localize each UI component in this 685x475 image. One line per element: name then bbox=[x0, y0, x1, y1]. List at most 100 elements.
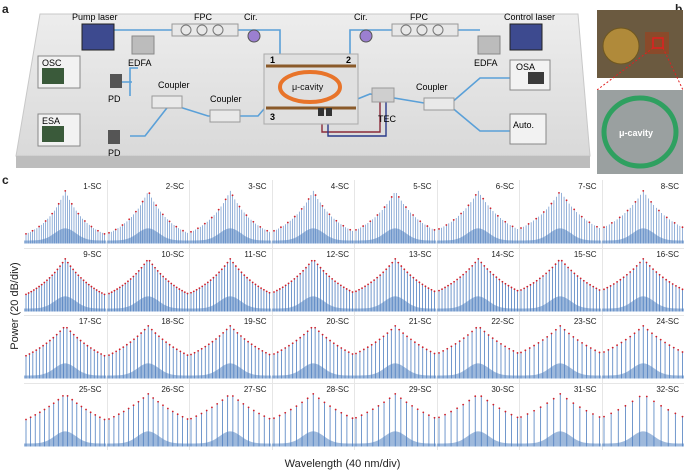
envelope-point bbox=[286, 221, 289, 224]
envelope-point bbox=[141, 396, 144, 399]
envelope-point bbox=[546, 335, 549, 338]
envelope-point bbox=[207, 343, 210, 346]
envelope-point bbox=[377, 404, 380, 407]
envelope-point bbox=[300, 401, 303, 403]
spectrum-panel: 27-SC bbox=[189, 382, 273, 450]
envelope-point bbox=[470, 264, 473, 267]
envelope-point bbox=[307, 198, 310, 200]
envelope-point bbox=[40, 283, 43, 286]
pump-laser-label: Pump laser bbox=[72, 12, 118, 22]
spectrum-panel: 8-SC bbox=[601, 180, 684, 249]
envelope-point bbox=[146, 324, 149, 327]
envelope-point bbox=[397, 196, 400, 198]
optical-table-edge bbox=[16, 156, 590, 168]
envelope-point bbox=[550, 332, 553, 335]
spectrum-plot bbox=[354, 392, 437, 446]
spectrum-label: 15-SC bbox=[573, 249, 597, 259]
envelope-point bbox=[307, 262, 310, 265]
envelope-point bbox=[618, 278, 621, 281]
envelope-point bbox=[180, 289, 183, 292]
envelope-point bbox=[503, 345, 506, 348]
envelope-point bbox=[324, 272, 327, 275]
envelope-point bbox=[204, 345, 207, 348]
envelope-point bbox=[186, 354, 188, 357]
envelope-point bbox=[134, 272, 137, 275]
envelope-point bbox=[324, 336, 327, 339]
x-axis-label: Wavelength (40 nm/div) bbox=[284, 458, 401, 470]
envelope-point bbox=[265, 351, 267, 354]
envelope-point bbox=[236, 331, 239, 334]
envelope-point bbox=[638, 261, 641, 263]
envelope-point bbox=[610, 221, 613, 224]
envelope-point bbox=[673, 412, 676, 414]
envelope-point bbox=[80, 276, 82, 279]
envelope-point bbox=[192, 289, 195, 292]
envelope-point bbox=[495, 340, 498, 343]
envelope-point bbox=[676, 348, 679, 351]
noise-floor bbox=[106, 228, 189, 244]
envelope-point bbox=[251, 280, 254, 283]
noise-floor bbox=[106, 295, 189, 311]
spectrum-plot bbox=[271, 392, 354, 446]
envelope-point bbox=[609, 412, 612, 414]
envelope-point bbox=[38, 225, 40, 228]
envelope-point bbox=[142, 262, 145, 265]
envelope-point bbox=[430, 288, 433, 291]
envelope-point bbox=[421, 282, 424, 285]
envelope-point bbox=[289, 408, 292, 410]
envelope-point bbox=[111, 352, 113, 355]
envelope-point bbox=[107, 354, 110, 357]
envelope-point bbox=[293, 215, 296, 218]
envelope-point bbox=[29, 415, 32, 418]
envelope-point bbox=[280, 349, 282, 352]
pump-laser-box bbox=[81, 23, 115, 51]
envelope-point bbox=[592, 412, 594, 415]
envelope-point bbox=[538, 277, 541, 279]
envelope-point bbox=[225, 328, 228, 331]
envelope-point bbox=[118, 285, 121, 288]
fpc-left-label: FPC bbox=[194, 12, 213, 22]
envelope-point bbox=[245, 214, 248, 217]
envelope-point bbox=[426, 225, 429, 227]
envelope-point bbox=[300, 207, 303, 210]
envelope-point bbox=[171, 410, 174, 412]
coupler-1-box bbox=[151, 95, 183, 109]
envelope-point bbox=[48, 276, 51, 279]
envelope-point bbox=[526, 412, 529, 415]
envelope-point bbox=[668, 344, 670, 347]
envelope-point bbox=[394, 324, 397, 327]
envelope-point bbox=[455, 278, 458, 280]
envelope-point bbox=[364, 284, 366, 287]
spectrum-panel: 28-SC bbox=[271, 382, 355, 450]
envelope-point bbox=[38, 285, 40, 287]
envelope-point bbox=[231, 394, 234, 397]
envelope-point bbox=[394, 257, 397, 260]
envelope-point bbox=[224, 198, 227, 201]
spectrum-panel: 19-SC bbox=[189, 315, 273, 384]
envelope-point bbox=[552, 397, 555, 400]
envelope-point bbox=[172, 284, 175, 286]
envelope-point bbox=[533, 344, 535, 347]
envelope-point bbox=[546, 401, 549, 404]
envelope-point bbox=[252, 409, 255, 411]
spectrum-label: 31-SC bbox=[573, 384, 597, 394]
envelope-point bbox=[83, 342, 85, 345]
envelope-point bbox=[598, 351, 601, 354]
envelope-point bbox=[503, 220, 506, 223]
envelope-point bbox=[473, 394, 476, 397]
envelope-point bbox=[411, 404, 413, 407]
envelope-point bbox=[220, 267, 223, 270]
envelope-point bbox=[327, 275, 330, 277]
envelope-point bbox=[169, 282, 172, 284]
envelope-point bbox=[527, 223, 530, 225]
envelope-point bbox=[657, 209, 660, 212]
envelope-point bbox=[302, 333, 305, 336]
envelope-point bbox=[82, 278, 85, 281]
spectrum-label: 20-SC bbox=[326, 317, 349, 326]
esa-label: ESA bbox=[42, 116, 60, 126]
envelope-point bbox=[161, 338, 163, 341]
spectrum-panel: 2-SC bbox=[106, 180, 190, 249]
envelope-point bbox=[86, 344, 89, 347]
envelope-point bbox=[306, 330, 309, 333]
envelope-point bbox=[126, 279, 129, 282]
